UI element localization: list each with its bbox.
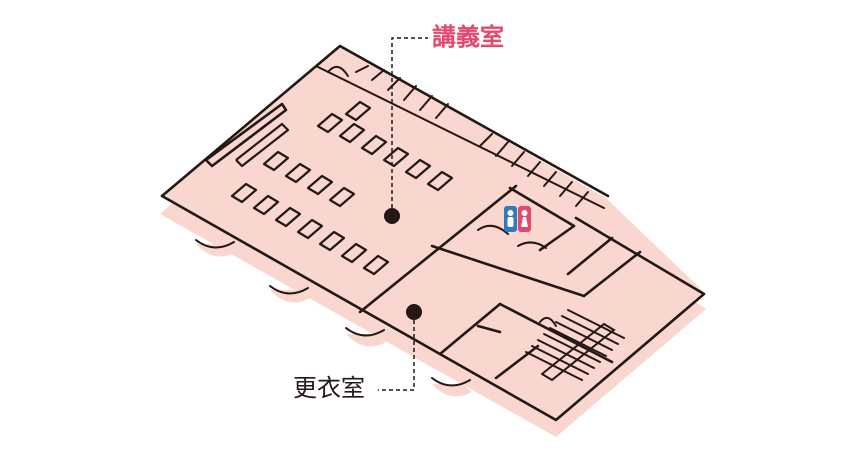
west-window: [204, 102, 288, 168]
restroom-icon: [504, 206, 531, 232]
door-shadow-arcs: [196, 244, 472, 397]
right-wing-floor: [360, 188, 704, 418]
desk-rows: [230, 100, 454, 276]
door-arcs: [195, 65, 557, 387]
locker-room-label: 更衣室: [293, 374, 365, 402]
stairs: [525, 309, 625, 382]
lecture-room-marker-icon: [384, 208, 400, 224]
locker-room-marker-icon: [406, 304, 422, 320]
outer-wall-north: [160, 44, 610, 198]
lecture-room-label: 講義室: [432, 23, 504, 51]
locker-leader-line: [378, 320, 415, 391]
lecture-leader-line: [391, 37, 428, 208]
interior-walls: [358, 184, 642, 380]
north-window-ticks: [315, 65, 605, 209]
outer-wall-east: [160, 194, 706, 422]
